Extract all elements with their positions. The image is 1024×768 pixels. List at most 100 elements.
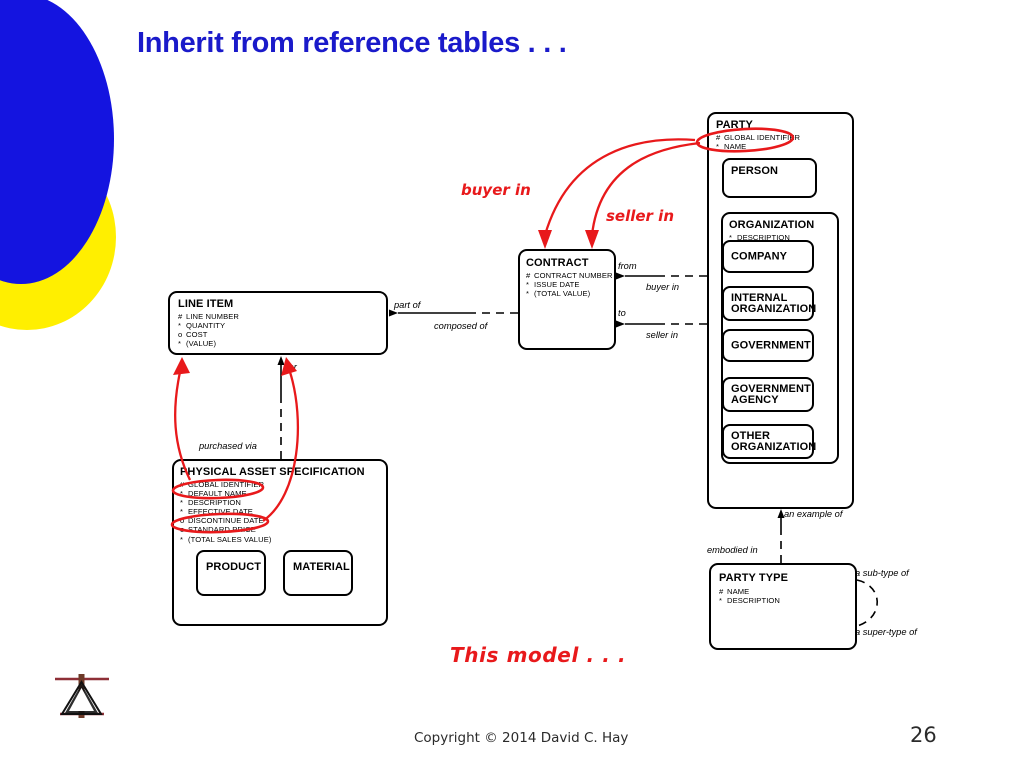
attribute-text: (TOTAL SALES VALUE) xyxy=(188,534,272,544)
attribute-mark: # xyxy=(526,271,531,280)
attribute-mark: # xyxy=(178,312,183,321)
entity-person-name: PERSON xyxy=(731,165,779,177)
attribute-mark: * xyxy=(526,280,530,290)
entity-product-name: PRODUCT xyxy=(206,561,262,573)
relationship-label-to: to xyxy=(618,308,626,318)
attribute-mark: * xyxy=(180,507,184,517)
attribute-row: * (TOTAL VALUE) xyxy=(526,289,613,298)
attribute-text: GLOBAL IDENTIFIER xyxy=(724,133,801,142)
attribute-mark: * xyxy=(729,233,733,242)
entity-other-organization[interactable]: OTHER ORGANIZATION xyxy=(722,424,817,459)
entity-line-item-name: LINE ITEM xyxy=(178,298,234,310)
attribute-text: DEFAULT NAME xyxy=(188,489,247,499)
entity-government-name: GOVERNMENT xyxy=(731,339,811,351)
attribute-text: QUANTITY xyxy=(186,321,226,331)
attribute-row: * NAME xyxy=(716,142,800,151)
relationship-label-a-super-type-of: a super-type of xyxy=(855,627,917,637)
relationship-label-a-sub-type-of: a sub-type of xyxy=(855,568,909,578)
entity-contract-attributes: #CONTRACT NUMBER * ISSUE DATE * (TOTAL VAL… xyxy=(526,271,613,298)
relationship-label-an-example-of: an example of xyxy=(784,509,843,519)
crowfoot-lineitem xyxy=(389,309,398,317)
entity-product[interactable]: PRODUCT xyxy=(196,550,266,596)
arrowhead-seller xyxy=(585,230,599,249)
relationship-label-for: for xyxy=(286,362,297,372)
attribute-row: * DESCRIPTION xyxy=(719,596,780,605)
attribute-text: STANDARD PRICE xyxy=(188,525,256,535)
attribute-mark: * xyxy=(180,498,184,508)
entity-contract[interactable]: CONTRACT #CONTRACT NUMBER * ISSUE DATE * (… xyxy=(518,249,616,350)
attribute-mark: * xyxy=(178,339,182,349)
page-title: Inherit from reference tables . . . xyxy=(137,27,567,59)
crowfoot-pas-lineitem xyxy=(277,356,285,365)
relationship-label-buyer-in: buyer in xyxy=(646,282,680,292)
entity-physical-asset-specification[interactable]: PHYSICAL ASSET SPECIFICATION #GLOBAL IDE… xyxy=(172,459,388,626)
entity-physical-asset-specification-attributes: #GLOBAL IDENTIFIER *DEFAULT NAME *DESCRI… xyxy=(180,480,272,544)
entity-government-agency[interactable]: GOVERNMENT AGENCY xyxy=(722,377,814,412)
crowfoot-seller xyxy=(616,320,625,328)
entity-contract-name: CONTRACT xyxy=(526,257,589,269)
attribute-text: (TOTAL VALUE) xyxy=(534,289,591,299)
relationship-label-composed-of: composed of xyxy=(434,321,488,331)
attribute-text: EFFECTIVE DATE xyxy=(188,507,253,517)
attribute-text: DESCRIPTION xyxy=(727,596,780,606)
attribute-mark: * xyxy=(716,142,720,152)
attribute-text: ISSUE DATE xyxy=(534,280,580,290)
entity-party-type[interactable]: PARTY TYPE #NAME * DESCRIPTION xyxy=(709,563,857,650)
entity-material-name: MATERIAL xyxy=(293,561,350,573)
entity-internal-organization-name: INTERNAL ORGANIZATION xyxy=(731,291,817,315)
entity-other-organization-name: OTHER ORGANIZATION xyxy=(731,429,817,453)
attribute-mark: # xyxy=(180,480,185,489)
attribute-mark: * xyxy=(180,534,184,544)
attribute-row: * (VALUE) xyxy=(178,339,239,348)
crowfoot-buyer xyxy=(616,272,625,280)
attribute-text: DISCONTINUE DATE xyxy=(188,516,264,526)
footer-copyright: Copyright © 2014 David C. Hay xyxy=(414,730,629,746)
attribute-mark: o xyxy=(180,525,185,535)
attribute-row: #GLOBAL IDENTIFIER xyxy=(180,480,272,489)
attribute-text: NAME xyxy=(727,587,750,596)
entity-internal-organization[interactable]: INTERNAL ORGANIZATION xyxy=(722,286,817,321)
attribute-row: *DESCRIPTION xyxy=(729,233,790,242)
attribute-mark: * xyxy=(719,596,723,606)
attribute-row: * (TOTAL SALES VALUE) xyxy=(180,535,272,544)
entity-government[interactable]: GOVERNMENT xyxy=(722,329,814,362)
entity-person[interactable]: PERSON xyxy=(722,158,817,198)
entity-company-name: COMPANY xyxy=(731,250,788,262)
attribute-text: GLOBAL IDENTIFIER xyxy=(188,480,265,489)
entity-physical-asset-specification-name: PHYSICAL ASSET SPECIFICATION xyxy=(180,466,365,478)
attribute-mark: o xyxy=(178,330,183,340)
brand-logo-icon xyxy=(55,674,109,718)
entity-material[interactable]: MATERIAL xyxy=(283,550,353,596)
attribute-text: (VALUE) xyxy=(186,339,217,349)
attribute-text: CONTRACT NUMBER xyxy=(534,271,613,280)
attribute-row: #NAME xyxy=(719,587,780,596)
entity-party-type-name: PARTY TYPE xyxy=(719,572,789,584)
entity-organization-name: ORGANIZATION xyxy=(729,219,815,231)
attribute-mark: # xyxy=(719,587,724,596)
entity-company[interactable]: COMPANY xyxy=(722,240,814,273)
attribute-mark: # xyxy=(716,133,721,142)
attribute-mark: * xyxy=(180,489,184,499)
entity-organization-attributes: *DESCRIPTION xyxy=(729,233,790,242)
attribute-text: NAME xyxy=(724,142,747,152)
annotation-buyer-in: buyer in xyxy=(461,181,531,199)
entity-party-attributes: #GLOBAL IDENTIFIER * NAME xyxy=(716,133,800,151)
annotation-this-model: This model . . . xyxy=(450,643,627,667)
attribute-row: * EFFECTIVE DATE xyxy=(180,507,272,516)
connector-partytype-recursive xyxy=(856,579,879,627)
entity-party-type-attributes: #NAME * DESCRIPTION xyxy=(719,587,780,605)
attribute-row: * DEFAULT NAME xyxy=(180,489,272,498)
attribute-text: LINE NUMBER xyxy=(186,312,239,321)
arrowhead-default-name xyxy=(173,357,190,375)
relationship-label-part-of: part of xyxy=(394,300,421,310)
relationship-label-seller-in: seller in xyxy=(646,330,679,340)
attribute-mark: * xyxy=(178,321,182,331)
relationship-label-purchased-via: purchased via xyxy=(199,441,257,451)
attribute-mark: * xyxy=(526,289,530,299)
